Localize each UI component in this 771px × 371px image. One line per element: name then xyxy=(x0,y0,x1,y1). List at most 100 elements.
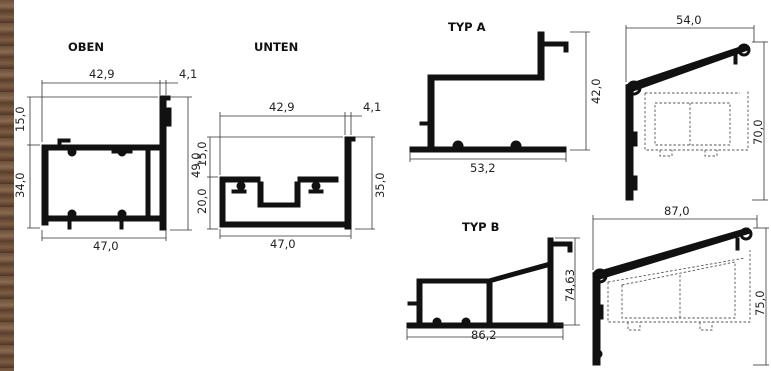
typ-a-side-tab xyxy=(419,121,431,126)
unten-screw-port-1 xyxy=(236,181,246,191)
typ-b-slope xyxy=(488,261,552,284)
oben-right-post xyxy=(159,95,167,231)
typ-a-screw-port-1 xyxy=(452,140,464,152)
typ-a-right-slope xyxy=(625,44,749,92)
typ-b-right-base-curl xyxy=(593,349,603,359)
unten-top-hook xyxy=(344,136,356,142)
typ-b-width-right-label: 87,0 xyxy=(664,204,690,218)
typ-b-right-slope xyxy=(591,227,751,280)
oben-screw-port-4 xyxy=(117,209,127,219)
unten-lip-top-label: 4,1 xyxy=(363,100,381,114)
typ-b-mid-post xyxy=(486,278,493,326)
typ-a-screw-port-2 xyxy=(510,140,522,152)
typ-b-right-profile xyxy=(591,227,753,366)
typ-b-left-dimensions: 74,63 86,2 xyxy=(406,237,580,342)
typ-b-screw-port-1 xyxy=(432,317,442,327)
unten-lower-label: 20,0 xyxy=(195,188,209,214)
unten-dimensions: 42,9 4,1 15,0 20,0 35,0 47,0 xyxy=(195,100,387,251)
unten-channel-floor xyxy=(257,202,301,208)
oben-top-hook xyxy=(159,95,171,101)
typ-b-top-bar xyxy=(416,278,490,284)
typ-a-vertical-post xyxy=(537,31,545,81)
unten-screw-port-2 xyxy=(311,181,321,191)
unten-width-bottom-label: 47,0 xyxy=(270,237,296,251)
oben-side-tab xyxy=(165,107,172,127)
typ-b-right-hook xyxy=(739,227,753,241)
typ-b-right-hook-leg xyxy=(735,237,740,251)
oben-upper-label: 15,0 xyxy=(13,106,27,132)
typ-b-right-clip xyxy=(596,304,604,320)
typ-b-section: TYP B 74,63 xyxy=(406,204,769,366)
unten-right-top-bar xyxy=(297,176,339,183)
typ-a-left-wall xyxy=(427,74,435,151)
oben-bottom-foot-1 xyxy=(67,220,72,230)
unten-upper-label: 15,0 xyxy=(195,141,209,167)
unten-inner-tab-2 xyxy=(308,189,324,194)
typ-b-height-right-label: 75,0 xyxy=(753,290,767,316)
typ-a-height-left-label: 42,0 xyxy=(589,78,603,104)
unten-height-label: 35,0 xyxy=(373,172,387,198)
typ-a-right-clip-1 xyxy=(630,131,638,147)
typ-a-title: TYP A xyxy=(448,20,486,34)
oben-height-label: 49,0 xyxy=(189,152,203,178)
typ-a-right-top-curl xyxy=(626,80,642,96)
typ-b-hook-tip xyxy=(567,241,573,253)
typ-a-right-clip-2 xyxy=(630,175,638,191)
typ-b-height-left-label: 74,63 xyxy=(563,269,577,302)
oben-bottom-foot-2 xyxy=(119,220,124,230)
oben-top-tab-1-cap xyxy=(57,138,71,143)
oben-dimensions: 42,9 4,1 15,0 34,0 49,0 47,0 xyxy=(13,67,203,253)
oben-left-wall xyxy=(41,144,49,226)
unten-bottom-bar xyxy=(219,221,351,228)
unten-title: UNTEN xyxy=(254,40,298,54)
typ-a-width-left-label: 53,2 xyxy=(470,161,496,175)
unten-left-wall xyxy=(219,176,226,228)
typ-b-title: TYP B xyxy=(462,220,499,234)
typ-a-height-right-label: 70,0 xyxy=(751,119,765,145)
unten-left-top-bar xyxy=(219,176,261,183)
unten-right-post xyxy=(344,136,352,230)
typ-a-right-profile xyxy=(625,43,751,201)
typ-b-side-tab xyxy=(407,301,419,306)
typ-a-width-right-label: 54,0 xyxy=(676,13,702,27)
typ-a-left-profile xyxy=(409,31,569,153)
unten-channel-right xyxy=(294,181,301,207)
oben-title: OBEN xyxy=(68,40,104,54)
oben-screw-port-2 xyxy=(117,147,127,157)
oben-width-bottom-label: 47,0 xyxy=(93,239,119,253)
unten-profile xyxy=(219,136,356,230)
typ-a-right-hidden-lines xyxy=(644,90,749,157)
typ-b-left-profile xyxy=(406,237,573,329)
typ-a-hook-tip xyxy=(563,41,569,53)
typ-b-right-dimensions: 87,0 75,0 xyxy=(592,204,769,366)
oben-width-top-label: 42,9 xyxy=(89,67,115,81)
oben-profile xyxy=(41,95,172,231)
unten-width-top-label: 42,9 xyxy=(269,100,295,114)
oben-section: OBEN xyxy=(13,40,203,253)
oben-lip-top-label: 4,1 xyxy=(179,67,197,81)
oben-screw-port-1 xyxy=(67,147,77,157)
typ-a-right-dimensions: 54,0 70,0 xyxy=(625,13,768,201)
typ-b-width-left-label: 86,2 xyxy=(471,328,497,342)
typ-a-left-dimensions: 42,0 53,2 xyxy=(409,31,603,175)
typ-b-right-hidden-lines xyxy=(607,250,751,331)
oben-screw-port-3 xyxy=(67,209,77,219)
unten-channel-left xyxy=(257,181,264,207)
oben-inner-post xyxy=(145,144,151,222)
typ-b-right-top-curl xyxy=(592,268,608,284)
typ-a-right-hook xyxy=(737,43,751,57)
typ-a-right-hook-leg xyxy=(733,51,738,65)
oben-lower-label: 34,0 xyxy=(13,172,27,198)
typ-a-top-bar xyxy=(427,74,541,81)
unten-inner-tab-1 xyxy=(231,189,247,194)
oben-bottom-bar xyxy=(41,215,163,222)
wood-edge-strip xyxy=(0,0,14,371)
typ-a-base-bar xyxy=(409,146,567,153)
typ-b-base-bar xyxy=(406,322,564,329)
typ-b-screw-port-2 xyxy=(461,317,471,327)
typ-a-section: TYP A 42,0 53,2 xyxy=(409,13,768,201)
unten-section: UNTEN 4 xyxy=(195,40,387,251)
typ-b-vertical-post xyxy=(547,237,554,326)
